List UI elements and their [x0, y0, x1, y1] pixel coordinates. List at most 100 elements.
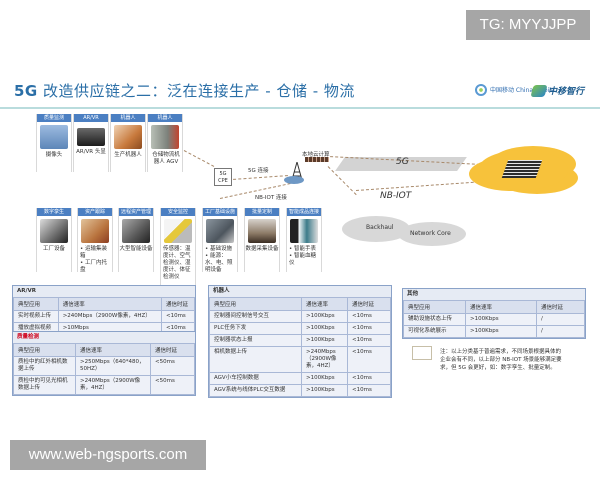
- card-tag: 机器人: [111, 114, 145, 122]
- card-item: • 能源：水、电、照明设备: [205, 253, 233, 273]
- card-item: • 智能血糖仪: [289, 253, 316, 266]
- china-mobile-icon: [475, 84, 487, 96]
- 5g-band-label: 5G: [396, 157, 409, 167]
- agv-robot-icon: [151, 125, 179, 149]
- card-tag: AR/VR: [74, 114, 108, 122]
- factory-equipment-icon: [40, 219, 68, 243]
- table-row: 实时视频上传>240Mbps（2900W像素，4HZ）<10ms: [13, 310, 196, 323]
- bottom-card-digital-twin: 数字孪生 工厂设备: [36, 208, 72, 272]
- card-tag: 远程资产管理: [119, 208, 153, 216]
- card-tag: 数字孪生: [37, 208, 71, 216]
- col-header: 通信时延: [160, 297, 196, 311]
- top-card-production-robot: 机器人 生产机器人: [110, 114, 146, 172]
- card-item: • 智能手表: [289, 246, 316, 252]
- backhaul-label: Backhaul: [366, 224, 394, 231]
- nbiot-band-label: NB-IOT: [380, 191, 412, 201]
- table-title: AR/VR: [13, 286, 195, 297]
- datacenter-server-icon: [501, 160, 543, 178]
- table-row: PLC任务下发>100Kbps<10ms: [209, 322, 391, 335]
- card-tag: 质量监测: [37, 114, 71, 122]
- legend-box: [412, 346, 432, 360]
- card-item: 传感器：温度计、空气检测仪、湿度计、体征检测仪: [163, 246, 191, 280]
- watermark-top: TG: MYYJJPP: [466, 10, 590, 40]
- title-text: 改造供应链之二：泛在连接生产 - 仓储 - 物流: [37, 82, 355, 100]
- partner-logo-text: 中移智行: [548, 87, 585, 97]
- table-robot: 机器人 典型应用通信速率通信时延 控制器间控制信号交互>100Kbps<10ms…: [208, 285, 392, 398]
- robot-arm-icon: [114, 125, 142, 149]
- link-5g: [233, 175, 288, 180]
- table-other: 其他 典型应用通信速率通信时延 辅助设施状态上传>100Kbps/ 可视化系统展…: [402, 288, 586, 339]
- card-caption: 生产机器人: [114, 152, 142, 158]
- table-title: 机器人: [209, 286, 391, 297]
- card-tag: 批量定制: [245, 208, 279, 216]
- col-header: 典型应用: [209, 297, 302, 311]
- pallet-container-icon: [81, 219, 109, 243]
- infrastructure-icon: [206, 219, 234, 243]
- card-item: • 运输集装箱: [80, 246, 107, 259]
- page-title: 5G 改造供应链之二：泛在连接生产 - 仓储 - 物流: [14, 80, 355, 101]
- card-item: 工厂设备: [42, 246, 65, 252]
- card-item: 大型智能设备: [119, 246, 153, 252]
- table-row: 控制器间控制信号交互>100Kbps<10ms: [209, 310, 391, 323]
- footnote: 注：以上分类基于普遍需求，不同场景根据具体的企业会有不同，以上部分 NB-IOT…: [440, 349, 562, 371]
- card-item: • 工厂内托盘: [80, 260, 107, 273]
- col-header: 通信时延: [536, 300, 585, 314]
- bottom-card-asset-tracking: 资产跟踪 • 运输集装箱 • 工厂内托盘: [77, 208, 113, 273]
- link-5g-label: 5G 连接: [248, 168, 269, 174]
- engine-icon: [122, 219, 150, 243]
- table-title: 其他: [403, 289, 585, 300]
- bottom-card-factory-infrastructure: 工厂基础设施 • 基础设施 • 能源：水、电、照明设备: [202, 208, 238, 273]
- table-row: 质检中的可见光相机数据上传>240Mbps（2900W像素，4HZ）<50ms: [13, 375, 195, 395]
- col-header: 典型应用: [13, 343, 76, 357]
- partner-logo-icon: [530, 84, 548, 97]
- table-row: 质检中的红外相机数据上传>250Mbps（640*480，50HZ）<50ms: [13, 356, 195, 376]
- table-title: 质量检测: [13, 332, 195, 343]
- col-header: 典型应用: [403, 300, 466, 314]
- china-mobile-logo: 中国移动 China Mobile: [475, 84, 555, 96]
- col-header: 通信速率: [301, 297, 348, 311]
- card-caption: 仓储物流机器人 AGV: [152, 152, 180, 165]
- bottom-card-remote-asset: 远程资产管理 大型智能设备: [118, 208, 154, 272]
- link-agv-cpe: [183, 150, 215, 167]
- col-header: 通信速率: [57, 297, 162, 311]
- table-arvr: AR/VR 典型应用通信速率通信时延 实时视频上传>240Mbps（2900W像…: [12, 285, 196, 336]
- col-header: 通信速率: [75, 343, 151, 357]
- hazard-sensor-icon: [164, 219, 192, 243]
- card-tag: 工厂基础设施: [203, 208, 237, 216]
- cpe-box: 5G CPE: [214, 168, 232, 186]
- partner-logo: 中移智行: [530, 84, 585, 97]
- camera-icon: [40, 125, 68, 149]
- card-tag: 安全监控: [161, 208, 195, 216]
- top-card-agv-robot: 机器人 仓储物流机器人 AGV: [147, 114, 183, 172]
- card-caption: AR/VR 头显: [76, 149, 106, 155]
- smart-watch-icon: [290, 219, 318, 243]
- col-header: 通信时延: [347, 297, 391, 311]
- tower-base-cloud: [284, 176, 304, 184]
- card-item: • 基础设施: [205, 246, 232, 252]
- card-tag: 智能成品连接: [287, 208, 321, 216]
- top-card-arvr: AR/VR AR/VR 头显: [73, 114, 109, 172]
- edge-server-icon: [305, 157, 329, 162]
- card-caption: 摄像头: [45, 152, 63, 158]
- title-prefix: 5G: [14, 82, 38, 100]
- bottom-card-safety-monitoring: 安全监控 传感器：温度计、空气检测仪、湿度计、体征检测仪: [160, 208, 196, 286]
- bottom-card-smart-products: 智能成品连接 • 智能手表 • 智能血糖仪: [286, 208, 322, 272]
- col-header: 通信速率: [465, 300, 537, 314]
- network-core-cloud: Network Core: [398, 222, 466, 246]
- data-collection-icon: [248, 219, 276, 243]
- col-header: 典型应用: [13, 297, 59, 311]
- cell-tower-icon: [291, 162, 303, 180]
- col-header: 通信时延: [150, 343, 195, 357]
- watermark-bottom: www.web-ngsports.com: [10, 440, 206, 470]
- header-divider: [0, 107, 600, 109]
- table-row: 控制器状态上报>100Kbps<10ms: [209, 334, 391, 347]
- table-row: 相机数据上传>240Mbps（2900W像素，4HZ）<10ms: [209, 346, 391, 373]
- link-edge-nbiot-b: [355, 181, 484, 191]
- network-core-label: Network Core: [410, 230, 451, 237]
- edge-compute-label: 本地云计算: [302, 152, 330, 158]
- bottom-card-mass-customization: 批量定制 数据采集设备: [244, 208, 280, 272]
- table-row: AGV小车控制数据>100Kbps<10ms: [209, 372, 391, 385]
- table-row: 辅助设施状态上传>100Kbps/: [403, 313, 585, 326]
- table-row: AGV系统与线体PLC交互数据>100Kbps<10ms: [209, 384, 391, 397]
- link-nbiot-label: NB-IOT 连接: [255, 195, 287, 201]
